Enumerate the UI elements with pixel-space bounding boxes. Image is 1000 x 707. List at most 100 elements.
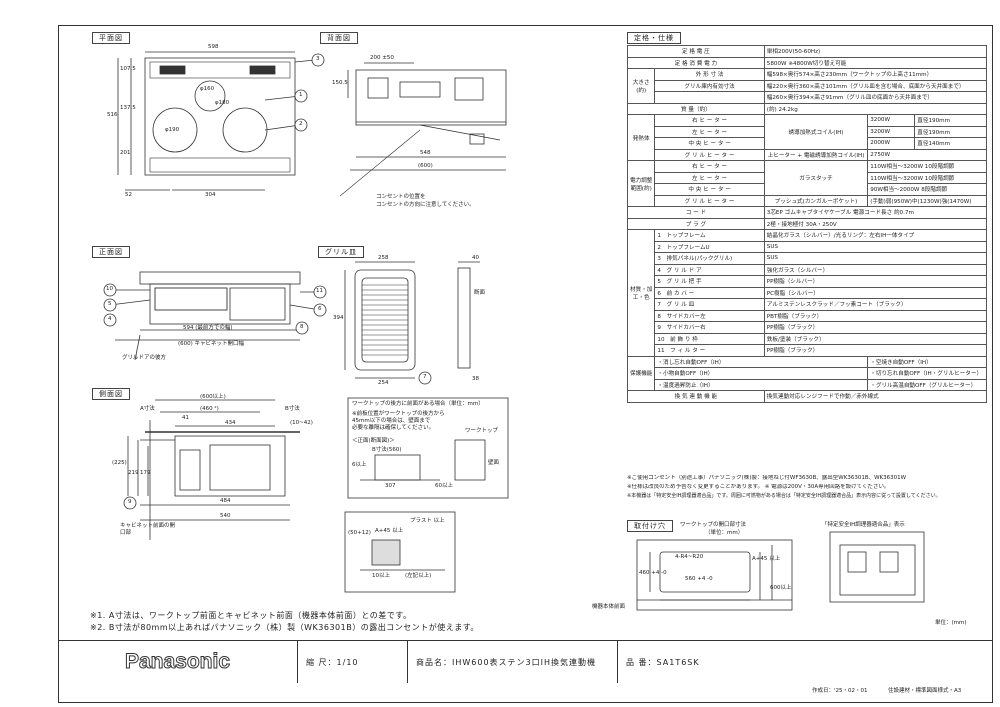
dim-394: 394	[333, 315, 344, 321]
detail-r: (左記以上)	[405, 573, 432, 579]
dim-179: 179	[140, 470, 151, 476]
dim-600-cab: (600) キャビネット開口幅	[178, 341, 245, 347]
callout-1: 1	[299, 92, 303, 98]
box-note-line2: 45mm以下の場合は、壁面まで	[352, 418, 431, 424]
center-burner	[194, 80, 226, 112]
box-worktop: ワークトップ	[465, 428, 499, 434]
dim-304: 304	[205, 192, 216, 198]
dim-201: 201	[120, 150, 131, 156]
callout-3: 3	[316, 56, 320, 62]
mount-h460: 460 +4 -0	[639, 570, 667, 576]
cab-front-note: キャビネット前面の開口部	[120, 523, 176, 536]
side-outline	[174, 435, 286, 497]
mount-r: 4-R4~R20	[675, 554, 704, 560]
dim-150: 150.5	[332, 80, 348, 86]
callout-6: 6	[318, 306, 322, 312]
callout-7: 7	[423, 374, 427, 380]
detail-w: 10以上	[372, 573, 390, 579]
mount-unit: （単位：mm）	[705, 530, 744, 536]
dim-phi190: φ190	[165, 127, 180, 133]
dim-219: 219	[128, 470, 139, 476]
note-2: ※2. B寸法が80mm以上あればパナソニック（株）製（WK36301B）の露出…	[90, 623, 479, 632]
mount-600: 600以上	[770, 585, 792, 591]
cert-title: 「特定安全IH調理器適合品」表示	[822, 522, 905, 528]
box-note-sub: ＜正面(断面図)＞	[352, 438, 395, 444]
scale: 縮 尺：1/10	[298, 641, 408, 683]
box-dim-60: 60以上	[435, 483, 453, 489]
right-burner	[222, 107, 268, 153]
mount-frame	[636, 539, 793, 611]
dept: 住設建材・標準図面様式・A3	[888, 688, 962, 694]
callout-2: 2	[299, 121, 303, 127]
dim-137: 137.5	[120, 105, 136, 111]
box-dim-307: 307	[385, 483, 396, 489]
box-dim-b560: B寸法(560)	[372, 447, 402, 453]
dim-540: 540	[220, 513, 231, 519]
front-view-label: 正面図	[92, 246, 130, 258]
dim-a: A寸法	[140, 406, 155, 412]
model-number: 品 番：SA1T6SK	[626, 657, 700, 667]
detail-v: (50+12)	[348, 530, 371, 536]
spec-foot-2: ※仕様は改良のため予告なく変更することがあります。 ※ 電源は200V・30A専…	[627, 484, 890, 490]
brand-cell: Panasonic	[58, 641, 298, 683]
dim-484: 484	[220, 498, 231, 504]
back-view-label: 背面図	[320, 32, 358, 44]
dim-594: 594 (最前方での幅)	[183, 325, 233, 331]
dim-516: 516	[107, 112, 118, 118]
spec-foot-3: ※本機器は「特定安全IH調理器適合品」です。周囲に可燃物がある場合は「特定安全I…	[627, 493, 941, 499]
dim-40: 40	[472, 255, 479, 261]
callout-8: 8	[300, 324, 304, 330]
dim-10-42: (10~42)	[290, 420, 313, 426]
mount-subtitle: ワークトップの開口部寸法	[680, 522, 747, 528]
box-note-line3: 必要な離隔は確保してください。	[352, 425, 435, 431]
side-view-label: 側面図	[92, 388, 130, 400]
drawing-sheet	[58, 25, 993, 703]
dim-434: 434	[225, 420, 236, 426]
callout-4: 4	[108, 316, 112, 322]
dim-548: 548	[420, 150, 431, 156]
back-note-2: コンセントの方向に注意してください。	[376, 202, 475, 208]
spec-label: 定格・仕様	[627, 32, 681, 44]
callout-10: 10	[106, 286, 113, 292]
dim-200: 200 ±50	[370, 55, 394, 61]
mount-front: 機器本体前面	[592, 604, 626, 610]
dim-254: 254	[378, 380, 389, 386]
dim-107: 107.5	[120, 66, 136, 72]
callout-11: 11	[316, 288, 323, 294]
box-note-title: ワークトップの後方に前面がある場合（単位：mm）	[352, 401, 484, 407]
dim-598: 598	[208, 44, 219, 50]
dim-b: B寸法	[285, 406, 300, 412]
dim-258: 258	[378, 255, 389, 261]
plan-view-label: 平面図	[92, 32, 130, 44]
grill-door-note: グリルドアの彼方	[122, 355, 167, 361]
back-outline	[355, 69, 507, 126]
cert-unit: 単位：(mm)	[935, 620, 967, 626]
callout-5: 5	[108, 301, 112, 307]
dim-600-top: (600以上)	[200, 394, 226, 400]
small-detail-frame	[344, 511, 456, 593]
left-burner	[152, 107, 198, 153]
front-top	[139, 271, 301, 285]
plan-outline	[144, 57, 296, 176]
dim-phi160: φ160	[200, 86, 215, 92]
date: 作成日：'25・02・01	[812, 688, 868, 694]
dim-600: (600)	[418, 163, 433, 169]
back-note-1: コンセントの位置を	[376, 194, 426, 200]
product-name: 商品名：IHW600表ステン3口IH換気連動機	[408, 641, 618, 683]
dim-phi180: φ180	[215, 100, 230, 106]
dim-225: (225)	[112, 460, 127, 466]
box-note-frame	[347, 397, 509, 499]
title-block: Panasonic 縮 尺：1/10 商品名：IHW600表ステン3口IH換気連…	[58, 640, 993, 683]
cert-frame	[829, 531, 925, 603]
grill-section: 断面	[474, 290, 486, 296]
grill-plate-outline	[354, 269, 416, 371]
callout-9: 9	[128, 499, 132, 505]
mount-w560: 560 +4 -0	[685, 576, 713, 582]
grill-view-label: グリル皿	[318, 246, 364, 258]
box-dim-6: 6以上	[352, 462, 367, 468]
detail-top: プラスト 以上	[410, 518, 445, 524]
mount-hole	[659, 551, 751, 593]
dim-38: 38	[472, 376, 479, 382]
